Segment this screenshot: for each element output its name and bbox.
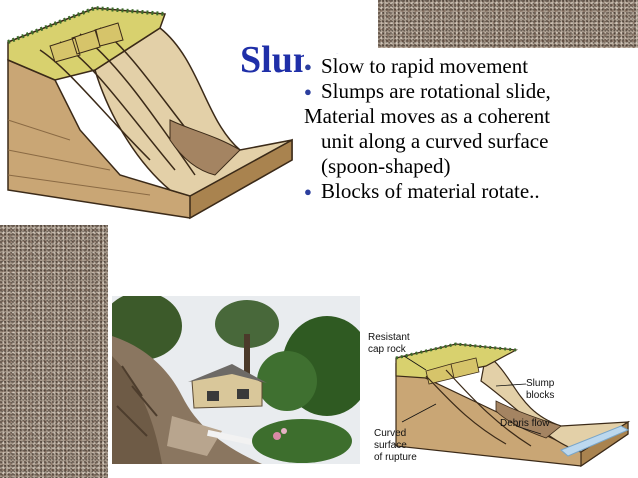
slump-house-photo — [112, 296, 360, 464]
bullet-dot-icon: ● — [304, 84, 312, 99]
text-line: (spoon-shaped) — [321, 154, 451, 178]
label-debris-flow: Debris flow — [500, 418, 550, 429]
label-blocks: blocks — [526, 390, 554, 401]
text-line: unit along a curved surface — [321, 129, 549, 153]
labeled-slump-diagram: Resistant cap rock Slump blocks Debris f… — [368, 332, 631, 468]
label-surface: surface — [374, 440, 407, 451]
bullet-item: ●Blocks of material rotate.. — [304, 179, 540, 203]
granite-texture-left — [0, 225, 108, 478]
bullet-dot-icon: ● — [304, 184, 312, 199]
bullet-dot-icon: ● — [304, 59, 312, 74]
bullet-item: ●Slow to rapid movement — [304, 54, 529, 78]
label-of-rupture: of rupture — [374, 452, 417, 463]
text-line: Material moves as a coherent — [304, 104, 551, 128]
granite-texture-top — [378, 0, 638, 48]
bullet-list: ●Slow to rapid movement ●Slumps are rota… — [304, 54, 624, 204]
label-cap-rock: cap rock — [368, 344, 407, 355]
label-curved: Curved — [374, 428, 406, 439]
label-resistant: Resistant — [368, 332, 410, 343]
label-slump: Slump — [526, 378, 555, 389]
slump-block-diagram — [7, 5, 293, 220]
bullet-item: ●Slumps are rotational slide, — [304, 79, 551, 103]
